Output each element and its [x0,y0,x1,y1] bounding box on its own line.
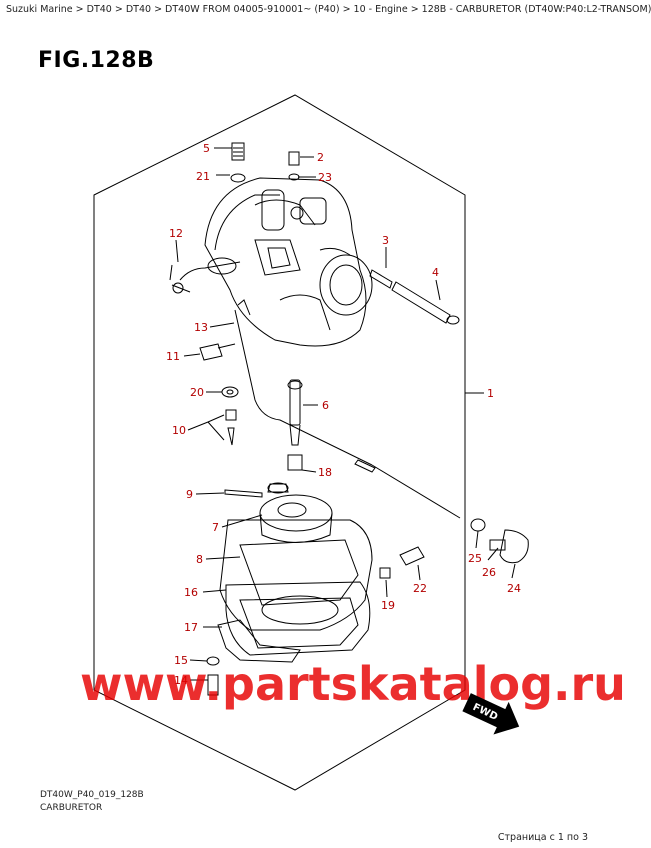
carburetor-diagram: 5 2 21 23 12 3 4 13 11 20 10 6 18 9 7 8 … [80,94,626,791]
page-info: Страница с 1 по 3 [497,832,588,843]
callout-19: 19 [381,599,395,612]
figure-title: FIG.128B [38,48,155,73]
callout-13: 13 [194,321,208,334]
callout-26: 26 [482,566,496,579]
callout-23: 23 [318,171,332,184]
callout-9: 9 [186,488,193,501]
callout-1: 1 [487,387,494,400]
callout-24: 24 [507,582,521,595]
fwd-arrow-icon: FWD [462,693,520,735]
callout-16: 16 [184,586,198,599]
main-jet [289,379,301,426]
callout-8: 8 [196,553,203,566]
float-chamber-gasket [219,519,373,631]
callout-25: 25 [468,552,482,565]
throttle-rod [234,309,373,466]
callout-7: 7 [212,521,219,534]
callout-6: 6 [322,399,329,412]
callout-14: 14 [174,674,188,687]
callout-10: 10 [172,424,186,437]
callout-21: 21 [196,170,210,183]
callout-20: 20 [190,386,204,399]
float-bowl [225,581,371,656]
callout-5: 5 [203,142,210,155]
diagram-code: DT40W_P40_019_128B [40,790,144,800]
callout-22: 22 [413,582,427,595]
watermark-text: www.partskatalog.ru [80,657,626,711]
callout-18: 18 [318,466,332,479]
diagram-name: CARBURETOR [40,803,103,813]
float [259,494,333,532]
callout-17: 17 [184,621,198,634]
carburetor-body [204,177,367,347]
callout-11: 11 [166,350,180,363]
callout-2: 2 [317,151,324,164]
callout-12: 12 [169,227,183,240]
callout-3: 3 [382,234,389,247]
callout-4: 4 [432,266,439,279]
callout-15: 15 [174,654,188,667]
assembly-frame [93,94,466,791]
breadcrumb[interactable]: Suzuki Marine > DT40 > DT40 > DT40W FROM… [6,4,651,15]
